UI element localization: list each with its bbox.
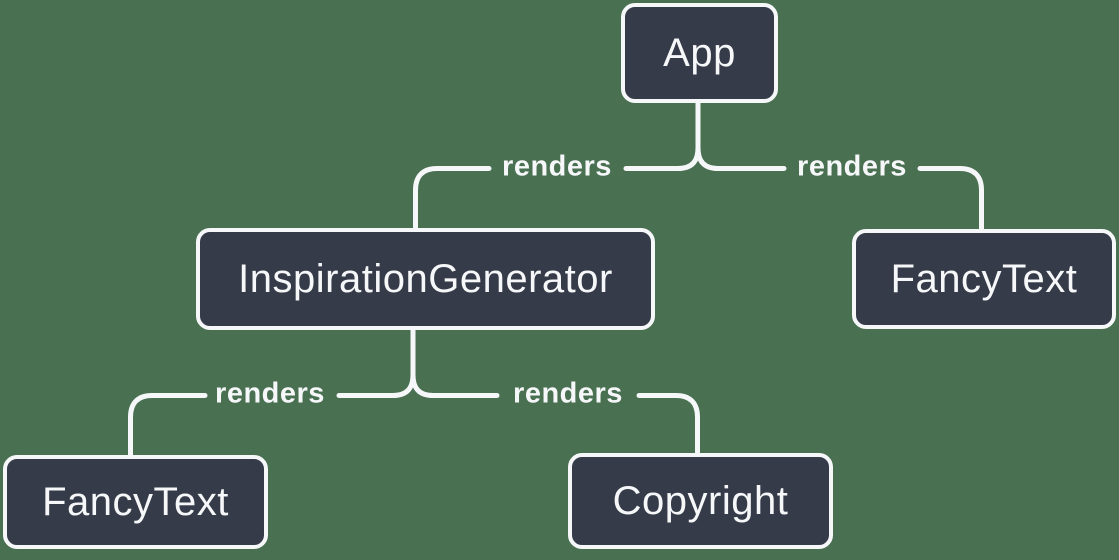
edge-inspiration-to-fancytext-a <box>336 372 416 398</box>
edge-label-app-fancytext: renders <box>797 150 907 183</box>
edge-app-to-inspiration-b <box>413 166 492 231</box>
node-inspiration-generator: InspirationGenerator <box>196 228 655 330</box>
edge-app-to-inspiration-a <box>623 145 701 171</box>
edge-label-inspiration-copyright: renders <box>513 377 623 410</box>
node-fancy-text-right-label: FancyText <box>890 256 1078 301</box>
edge-inspiration-to-copyright-b <box>636 393 700 456</box>
edge-label-app-inspiration: renders <box>502 150 612 183</box>
node-app: App <box>621 3 778 103</box>
edge-label-inspiration-fancytext: renders <box>215 377 325 410</box>
node-inspiration-generator-label: InspirationGenerator <box>238 256 613 301</box>
node-copyright-label: Copyright <box>612 478 789 523</box>
node-copyright: Copyright <box>568 453 833 549</box>
node-fancy-text-right: FancyText <box>852 229 1116 329</box>
edge-inspiration-to-copyright-a <box>410 372 500 398</box>
node-fancy-text-left: FancyText <box>3 455 268 549</box>
node-app-label: App <box>663 30 736 75</box>
edge-inspiration-to-fancytext-b <box>128 393 208 458</box>
edge-app-to-fancytext-a <box>695 145 787 171</box>
node-fancy-text-left-label: FancyText <box>42 479 229 524</box>
edge-app-to-fancytext-b <box>917 166 984 232</box>
